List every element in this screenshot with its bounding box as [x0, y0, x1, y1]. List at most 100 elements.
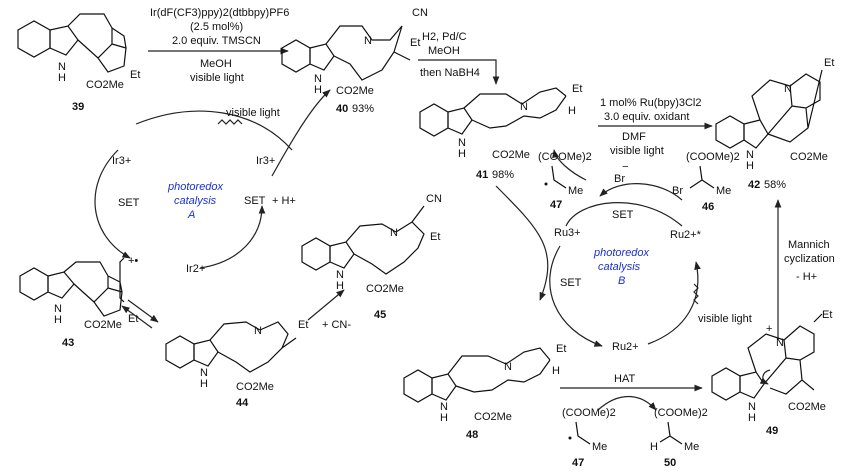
compound-45-structure: N CN Et N H CO2Me: [301, 193, 442, 295]
cycle-a-arc-top: [135, 110, 293, 151]
step3-solvent: DMF: [622, 131, 646, 143]
compound-48-structure: N Et H N H CO2Me: [403, 343, 566, 424]
cycle-a-arc-bottom: [199, 205, 266, 269]
et-label-49: Et: [822, 309, 832, 321]
radical-cation-sign: +•: [128, 255, 138, 267]
compound-48-label: 48: [466, 429, 478, 441]
cycle-b-radical-release-arrow: [552, 149, 587, 181]
ir3-left-label: Ir3+: [112, 155, 131, 167]
cycle-b-arc-left: [549, 245, 603, 347]
hat-label: HAT: [614, 373, 635, 385]
compound-50-label: 50: [664, 457, 676, 469]
compound-47-lower-structure: (COOMe)2 Me: [562, 407, 616, 453]
cycle-b-set-top: SET: [612, 209, 634, 221]
nh-h-label-41: H: [458, 148, 466, 160]
cycle-a-light-squiggle: [217, 119, 243, 125]
compound-44-structure: N Et N H CO2Me: [165, 319, 308, 393]
me-label-47-upper: Me: [568, 185, 583, 197]
step1-catalyst: Ir(dF(CF3)ppy)2(dtbbpy)PF6: [150, 7, 289, 19]
compound-46-label: 46: [702, 201, 714, 213]
compound-43-structure: +• N H CO2Me Et: [19, 255, 138, 331]
entry-arrow-41-to-48: [495, 185, 549, 301]
nh-h-label-43: H: [54, 314, 62, 326]
compound-40-label: 40: [336, 103, 348, 115]
cycle-b-title-1: photoredox: [593, 247, 650, 259]
co2me-label-44: CO2Me: [236, 381, 274, 393]
nh-label-43: N: [54, 303, 62, 315]
co2me-label-45: CO2Me: [366, 283, 404, 295]
cycle-a-plus-h: + H+: [272, 195, 296, 207]
cycle-a-arc-right: [271, 89, 331, 177]
n-label-42: N: [784, 83, 792, 95]
nh-label-49: N: [748, 401, 756, 413]
co2me-label-42: CO2Me: [790, 151, 828, 163]
co2me-label-40: CO2Me: [336, 85, 374, 97]
et-label-48: Et: [556, 343, 566, 355]
plus-sign-49: +: [766, 323, 772, 335]
et-label: Et: [130, 69, 140, 81]
nh-h-label-49: H: [748, 412, 756, 424]
cycle-a-title-1: photoredox: [167, 181, 224, 193]
cycle-b-set-left: SET: [560, 277, 582, 289]
cyanide-addition-arrow: [307, 289, 345, 321]
et-label-44: Et: [298, 319, 308, 331]
nh-label-44: N: [200, 367, 208, 379]
step3-light: visible light: [610, 145, 664, 157]
et-label-42: Et: [824, 57, 834, 69]
step1-light: visible light: [190, 72, 244, 84]
nh-h-label-44: H: [200, 378, 208, 390]
compound-47-upper-structure: (COOMe)2 Me: [538, 151, 592, 197]
compound-39-label: 39: [72, 101, 84, 113]
me-label-47-lower: Me: [592, 441, 607, 453]
step1-solvent: MeOH: [200, 58, 232, 70]
cycle-a-title-2: catalysis: [174, 195, 217, 207]
mannich-label-1: Mannich: [788, 239, 830, 251]
equilibrium-arrow-back: [121, 305, 153, 329]
nh-label-40: N: [314, 73, 322, 85]
step1-tmscn: 2.0 equiv. TMSCN: [172, 35, 261, 47]
ir3-right-label: Ir3+: [256, 155, 275, 167]
ru3-label: Ru3+: [554, 227, 581, 239]
coome2-label-46: (COOMe)2: [686, 151, 740, 163]
cyanide-label: + CN-: [322, 319, 351, 331]
n-label-44: N: [254, 325, 262, 337]
compound-41-label: 41: [476, 169, 488, 181]
co2me-label: CO2Me: [86, 79, 124, 91]
et-label-43: Et: [128, 313, 138, 325]
n-label-41: N: [520, 101, 528, 113]
hat-side-arrow: [597, 396, 657, 411]
ru2-label: Ru2+: [612, 341, 639, 353]
compound-42-structure: N Et N H CO2Me: [715, 57, 834, 172]
step1-loading: (2.5 mol%): [190, 21, 243, 33]
compound-40-structure: N CN Et N H CO2Me: [281, 7, 428, 97]
nh-h-label-40: H: [314, 84, 322, 96]
nh-h-label-48: H: [440, 412, 448, 424]
minus-sign-br: −: [622, 161, 628, 173]
coome2-label-47-lower: (COOMe)2: [562, 407, 616, 419]
co2me-label-48: CO2Me: [474, 411, 512, 423]
bromide-label: Br: [614, 173, 625, 185]
et-label-45: Et: [430, 231, 440, 243]
cycle-a-set-left: SET: [118, 197, 140, 209]
step2-h2: H2, Pd/C: [422, 31, 467, 43]
cycle-b-arc-top: [565, 202, 683, 227]
nh-h-label: H: [58, 72, 66, 84]
nh-h-label-45: H: [336, 280, 344, 292]
cn-label-45: CN: [426, 193, 442, 205]
cycle-b-visible-light: visible light: [698, 313, 752, 325]
cycle-a-arc-left: [94, 149, 131, 259]
mannich-label-2: cyclization: [784, 253, 835, 265]
coome2-label-47-upper: (COOMe)2: [538, 151, 592, 163]
cycle-b-title-2: catalysis: [598, 261, 641, 273]
et-label-40: Et: [410, 37, 420, 49]
compound-47-upper-label: 47: [550, 199, 562, 211]
equilibrium-arrow-forward: [127, 299, 159, 323]
step2-solvent: MeOH: [428, 45, 460, 57]
cycle-a-set-right: SET: [244, 195, 266, 207]
cycle-a-title-3: A: [187, 209, 195, 221]
step2-nabh4: then NaBH4: [420, 67, 480, 79]
co2me-label-41: CO2Me: [492, 149, 530, 161]
n-label-40: N: [364, 35, 372, 47]
compound-49-structure: N + Et N H CO2Me: [711, 309, 832, 424]
